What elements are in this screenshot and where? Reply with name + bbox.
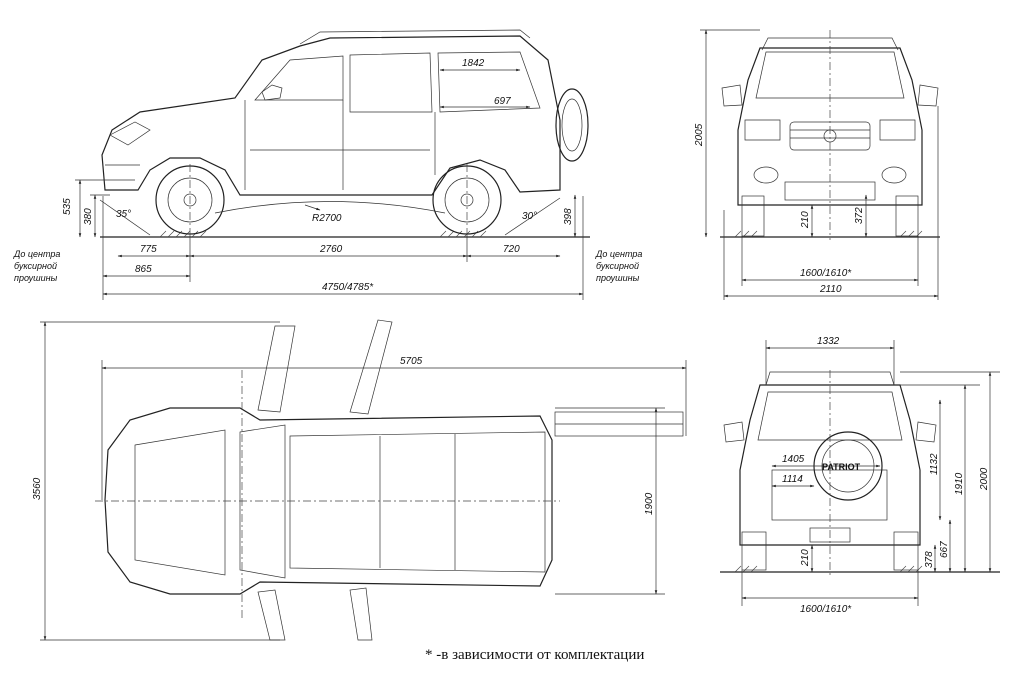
front-width-dim: 2110 xyxy=(819,284,842,295)
side-view: 1842 697 535 380 35° R2700 30° 398 775 2… xyxy=(13,29,642,300)
wheelbase-dim: 2760 xyxy=(319,244,343,255)
departure-angle: 30° xyxy=(522,211,537,222)
turning-radius: R2700 xyxy=(312,213,342,224)
front-track-dim: 1600/1610* xyxy=(800,268,852,279)
tow-note-left-3: проушины xyxy=(14,273,58,283)
roof-length-dim: 1842 xyxy=(462,58,485,69)
front-overhang-dim: 775 xyxy=(140,244,157,255)
rear-tailgate-height-dim: 1132 xyxy=(929,453,940,475)
rear-view: 1332 1405 1114 PATRIOT 1132 1910 2000 37… xyxy=(720,336,1000,615)
rear-tailgate-opening-dim: 1114 xyxy=(782,474,803,485)
overall-length-dim: 4750/4785* xyxy=(322,282,374,293)
top-view: 5705 3560 1900 xyxy=(32,319,687,641)
tow-note-right-3: проушины xyxy=(596,273,640,283)
front-height-dim: 2005 xyxy=(694,123,705,147)
tow-note-right-1: До центра xyxy=(595,249,642,259)
rear-overhang-dim: 720 xyxy=(503,244,520,255)
rear-height-2000-dim: 2000 xyxy=(979,467,990,491)
tow-note-left-2: буксирной xyxy=(14,261,57,271)
tow-note-left-1: До центра xyxy=(13,249,60,259)
door-dim: 697 xyxy=(494,96,511,107)
rear-track-dim: 1600/1610* xyxy=(800,604,852,615)
rear-ground-210-dim: 210 xyxy=(800,549,811,567)
approach-angle: 35° xyxy=(116,209,131,220)
top-body-width-dim: 1900 xyxy=(644,492,655,515)
front-ground-372-dim: 372 xyxy=(854,207,865,224)
rear-height-398-dim: 398 xyxy=(563,208,574,225)
rear-roof-width-dim: 1332 xyxy=(817,336,840,347)
rear-height-1910-dim: 1910 xyxy=(954,472,965,495)
rear-dim-378: 378 xyxy=(924,551,935,568)
rear-dim-667: 667 xyxy=(939,541,950,558)
tow-note-right-2: буксирной xyxy=(596,261,639,271)
height-380-dim: 380 xyxy=(83,208,94,225)
front-ground-210-dim: 210 xyxy=(800,211,811,229)
front-view: 2005 210 372 1600/1610* 2110 xyxy=(694,29,940,300)
height-535-dim: 535 xyxy=(62,198,73,215)
hook-to-axle-dim: 865 xyxy=(135,264,152,275)
top-width-open-dim: 3560 xyxy=(32,477,43,500)
top-length-open-dim: 5705 xyxy=(400,356,423,367)
spare-wheel-badge: PATRIOT xyxy=(822,462,861,472)
rear-tailgate-width-dim: 1405 xyxy=(782,454,805,465)
footnote: * -в зависимости от комплектации xyxy=(425,647,644,663)
